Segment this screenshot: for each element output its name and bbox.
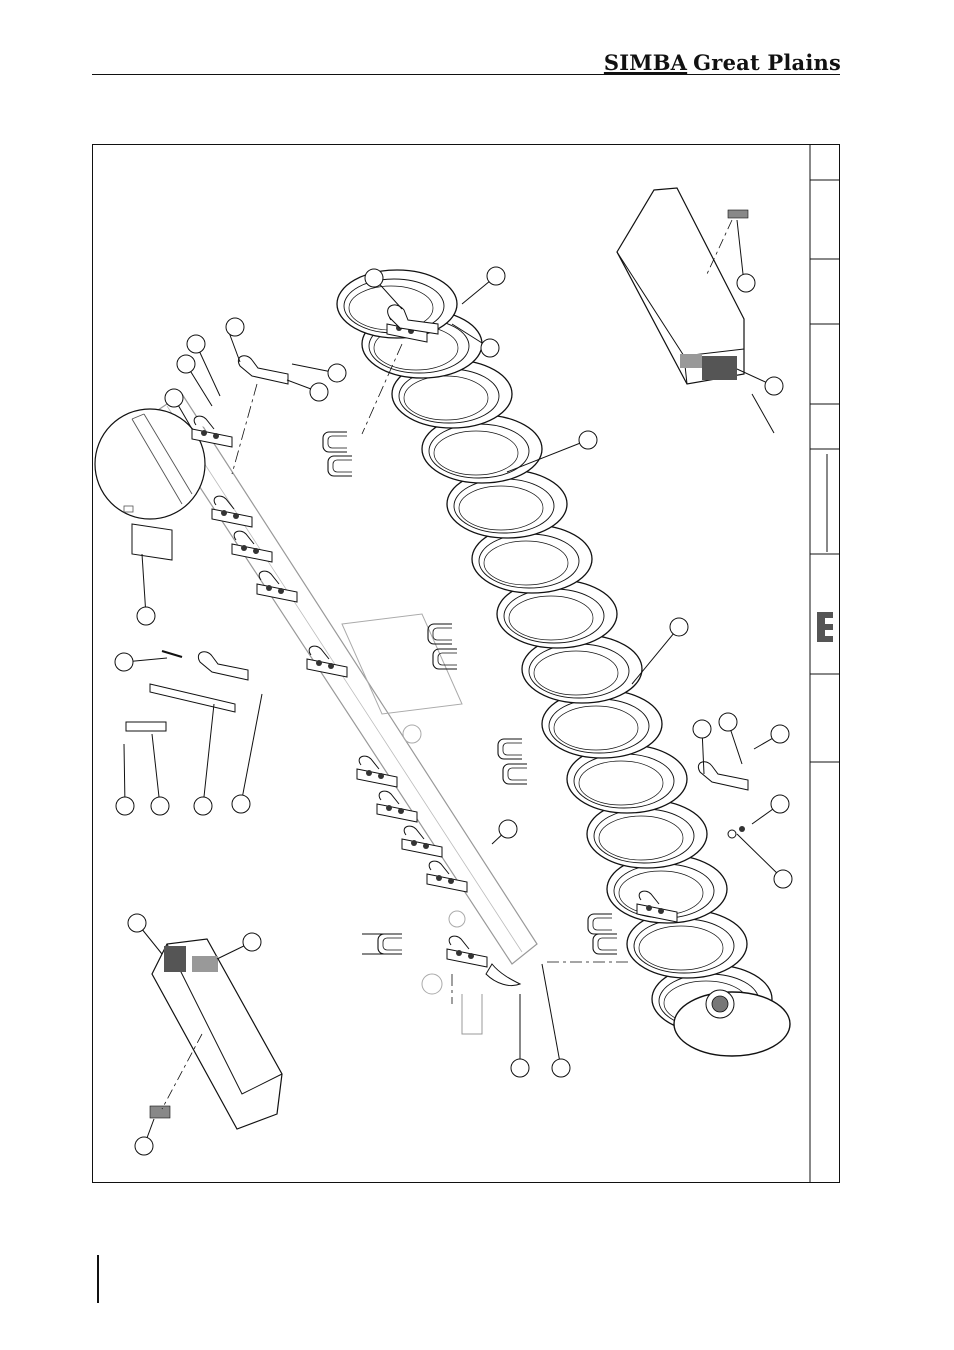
callout-bubble	[165, 389, 183, 407]
callout-bubble	[226, 318, 244, 336]
callout-bubble	[328, 364, 346, 382]
callout-bubble	[115, 653, 133, 671]
callout-bubble	[737, 274, 755, 292]
callout-bubble	[310, 383, 328, 401]
callout-bubble	[232, 795, 250, 813]
detail-circle	[95, 409, 205, 519]
callout-bubble	[579, 431, 597, 449]
callout-bubble	[135, 1137, 153, 1155]
callout-bubble	[116, 797, 134, 815]
callout-bubble	[552, 1059, 570, 1077]
callout-bubble	[177, 355, 195, 373]
brand-great-plains: Great Plains	[693, 50, 841, 75]
disc-gang	[337, 270, 790, 1056]
callout-bubble	[481, 339, 499, 357]
tube-bottom-left	[150, 939, 282, 1129]
callout-bubble	[487, 267, 505, 285]
callout-bubble	[499, 820, 517, 838]
callout-bubble	[194, 797, 212, 815]
margin-bar	[97, 1255, 99, 1303]
callout-bubble	[243, 933, 261, 951]
callout-bubble	[765, 377, 783, 395]
exploded-parts-drawing	[92, 144, 840, 1183]
callout-bubble	[128, 914, 146, 932]
callout-bubble	[771, 725, 789, 743]
callout-bubble	[719, 713, 737, 731]
callout-bubble	[187, 335, 205, 353]
callout-bubble	[693, 720, 711, 738]
tube-top-right	[617, 188, 748, 384]
callout-bubble	[511, 1059, 529, 1077]
brand-simba: SIMBA	[604, 50, 687, 75]
brand-logo: SIMBA Great Plains	[604, 50, 841, 75]
callout-bubble	[771, 795, 789, 813]
callout-bubble	[670, 618, 688, 636]
callout-bubble	[137, 607, 155, 625]
callout-bubble	[774, 870, 792, 888]
callout-bubble	[151, 797, 169, 815]
title-block	[810, 144, 840, 1183]
callout-bubble	[365, 269, 383, 287]
